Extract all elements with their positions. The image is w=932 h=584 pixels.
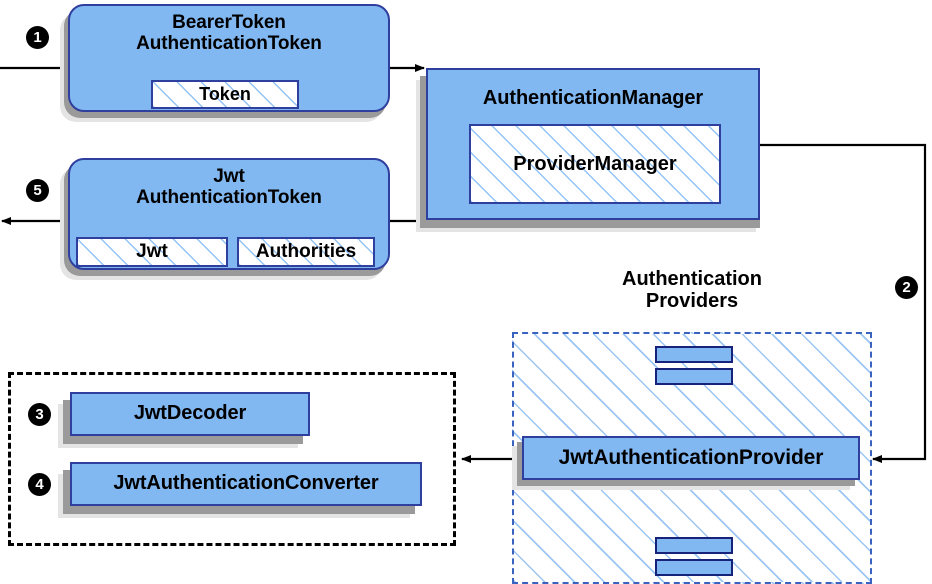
subbox-token-label: Token — [199, 84, 251, 104]
step-badge-3: 3 — [28, 403, 51, 426]
node-jwt-authentication-converter[interactable]: JwtAuthenticationConverter — [70, 462, 422, 506]
authentication-providers-label: Authentication Providers — [560, 268, 824, 312]
provider-stub-bar-top-2 — [655, 368, 733, 385]
step-badge-1: 1 — [26, 26, 49, 49]
step-badge-5: 5 — [26, 179, 49, 202]
provider-stub-bar-bottom-2 — [655, 559, 733, 576]
step-badge-2: 2 — [895, 276, 918, 299]
subbox-authorities-label: Authorities — [255, 241, 357, 262]
node-jwt-decoder[interactable]: JwtDecoder — [70, 392, 310, 436]
authentication-manager-title: AuthenticationManager — [482, 87, 704, 109]
bearer-token-title-line1: BearerToken — [172, 12, 286, 33]
jwt-token-title-line2: AuthenticationToken — [136, 186, 322, 208]
subbox-provider-manager-label: ProviderManager — [513, 152, 677, 175]
authentication-providers-label-line2: Providers — [645, 290, 739, 312]
subbox-jwt-label: Jwt — [136, 241, 168, 262]
subbox-provider-manager[interactable]: ProviderManager — [469, 124, 721, 204]
subbox-token[interactable]: Token — [151, 80, 299, 109]
jwt-authentication-provider-title: JwtAuthenticationProvider — [558, 445, 824, 469]
jwt-decoder-title: JwtDecoder — [133, 402, 247, 425]
subbox-jwt[interactable]: Jwt — [76, 237, 228, 267]
connector-manager-to-provider — [760, 143, 927, 463]
step-badge-4: 4 — [28, 473, 51, 496]
jwt-authentication-converter-title: JwtAuthenticationConverter — [113, 472, 379, 495]
subbox-authorities[interactable]: Authorities — [237, 237, 375, 267]
authentication-providers-label-line1: Authentication — [622, 268, 762, 290]
bearer-token-title-line2: AuthenticationToken — [136, 32, 322, 54]
provider-stub-bar-bottom-1 — [655, 537, 733, 554]
provider-stub-bar-top-1 — [655, 346, 733, 363]
jwt-token-title-line1: Jwt — [213, 166, 245, 187]
node-jwt-authentication-provider[interactable]: JwtAuthenticationProvider — [522, 436, 860, 480]
